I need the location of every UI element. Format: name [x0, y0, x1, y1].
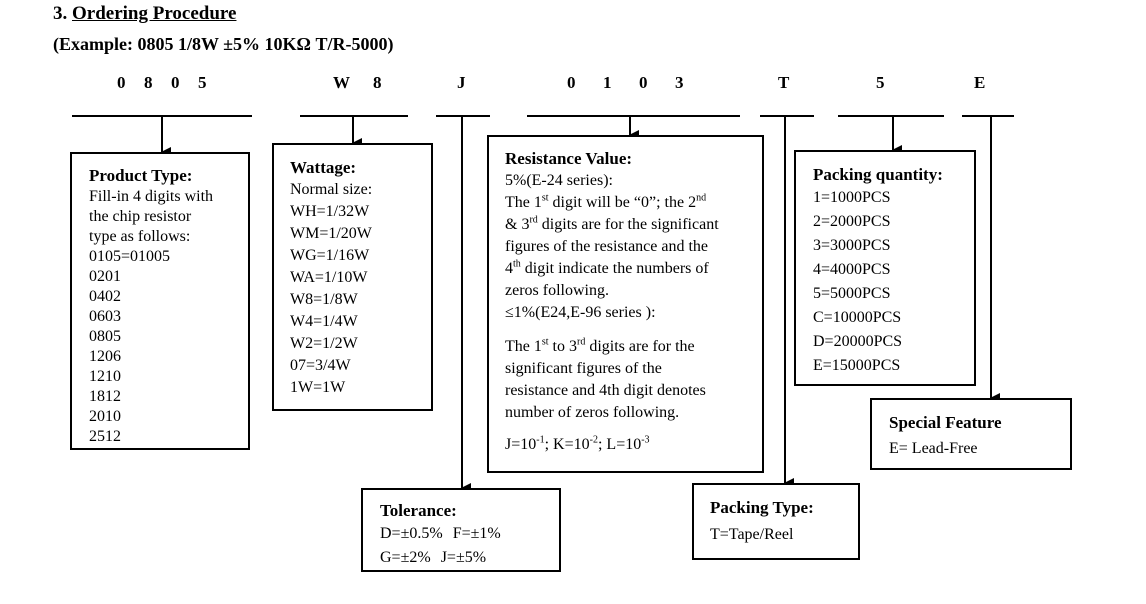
wattage-line: 1W=1W — [290, 379, 346, 396]
special-feature-line: E= Lead-Free — [889, 440, 978, 457]
wattage-line: WG=1/16W — [290, 247, 370, 264]
wattage-box: Wattage: Normal size: WH=1/32W WM=1/20W … — [272, 143, 433, 411]
special-feature-box: Special Feature E= Lead-Free — [870, 398, 1072, 470]
code-char: J — [457, 73, 466, 92]
code-char: E — [974, 73, 986, 92]
packing-quantity-line: 5=5000PCS — [813, 285, 891, 302]
code-char: 0 — [117, 73, 126, 92]
packing-quantity-line: 1=1000PCS — [813, 189, 891, 206]
packing-quantity-line: 2=2000PCS — [813, 213, 891, 230]
wattage-line: Normal size: — [290, 181, 373, 198]
resistance-line: The 1st to 3rd digits are for the — [505, 336, 695, 355]
section-heading: 3. Ordering Procedure — [53, 3, 236, 25]
product-type-line: 1210 — [89, 368, 121, 385]
wattage-line: WH=1/32W — [290, 203, 370, 220]
wattage-line: WM=1/20W — [290, 225, 372, 242]
tolerance-box: Tolerance: D=±0.5%F=±1% G=±2%J=±5% — [361, 488, 561, 572]
example-line: (Example: 0805 1/8W ±5% 10KΩ T/R-5000) — [53, 34, 394, 54]
resistance-line: & 3rd digits are for the significant — [505, 214, 719, 233]
product-type-title: Product Type: — [89, 166, 193, 185]
wattage-line: 07=3/4W — [290, 357, 351, 374]
wattage-line: W8=1/8W — [290, 291, 358, 308]
wattage-line: W4=1/4W — [290, 313, 358, 330]
wattage-line: W2=1/2W — [290, 335, 358, 352]
product-type-line: 0805 — [89, 328, 121, 345]
resistance-line: significant figures of the — [505, 360, 662, 377]
product-type-line: 1206 — [89, 348, 121, 365]
product-type-line: 2010 — [89, 408, 121, 425]
resistance-line: J=10-1; K=10-2; L=10-3 — [505, 434, 650, 453]
resistance-title: Resistance Value: — [505, 149, 633, 168]
product-type-line: Fill-in 4 digits with — [89, 188, 214, 205]
code-char: T — [778, 73, 790, 92]
packing-type-box: Packing Type: T=Tape/Reel — [692, 483, 860, 560]
product-type-line: 1812 — [89, 388, 121, 405]
tolerance-title: Tolerance: — [380, 501, 457, 520]
product-type-box: Product Type: Fill-in 4 digits with the … — [70, 152, 250, 450]
product-type-line: 0402 — [89, 288, 121, 305]
code-char: 0 — [567, 73, 576, 92]
resistance-line: resistance and 4th digit denotes — [505, 382, 706, 399]
resistance-value-box: Resistance Value: 5%(E-24 series): The 1… — [487, 135, 764, 473]
code-char: 0 — [639, 73, 648, 92]
resistance-line: 4th digit indicate the numbers of — [505, 258, 709, 277]
code-char: 5 — [198, 73, 207, 92]
section-number: 3. — [53, 3, 68, 24]
resistance-line: zeros following. — [505, 282, 609, 299]
wattage-line: WA=1/10W — [290, 269, 368, 286]
packing-type-line: T=Tape/Reel — [710, 526, 794, 543]
product-type-line: type as follows: — [89, 228, 191, 245]
packing-quantity-line: E=15000PCS — [813, 357, 901, 374]
product-type-line: 0201 — [89, 268, 121, 285]
code-char: W — [333, 73, 350, 92]
resistance-line: 5%(E-24 series): — [505, 172, 613, 189]
packing-quantity-title: Packing quantity: — [813, 165, 943, 184]
packing-quantity-line: 4=4000PCS — [813, 261, 891, 278]
packing-quantity-line: D=20000PCS — [813, 333, 903, 350]
code-char: 8 — [144, 73, 153, 92]
code-char: 8 — [373, 73, 382, 92]
packing-quantity-box: Packing quantity: 1=1000PCS 2=2000PCS 3=… — [794, 150, 976, 386]
section-title: Ordering Procedure — [72, 3, 237, 24]
product-type-line: the chip resistor — [89, 208, 192, 225]
resistance-line: figures of the resistance and the — [505, 238, 709, 255]
wattage-title: Wattage: — [290, 158, 357, 177]
code-char: 0 — [171, 73, 180, 92]
resistance-line: The 1st digit will be “0”; the 2nd — [505, 192, 707, 211]
packing-quantity-line: C=10000PCS — [813, 309, 902, 326]
packing-type-title: Packing Type: — [710, 498, 814, 517]
tolerance-line: G=±2%J=±5% — [380, 549, 487, 566]
product-type-line: 0105=01005 — [89, 248, 171, 265]
product-type-line: 2512 — [89, 428, 121, 445]
packing-quantity-line: 3=3000PCS — [813, 237, 891, 254]
resistance-line: ≤1%(E24,E-96 series ): — [505, 304, 656, 321]
code-char: 5 — [876, 73, 885, 92]
code-char: 3 — [675, 73, 684, 92]
resistance-line: number of zeros following. — [505, 404, 680, 421]
code-char: 1 — [603, 73, 612, 92]
tolerance-line: D=±0.5%F=±1% — [380, 525, 501, 542]
special-feature-title: Special Feature — [889, 413, 1002, 432]
product-type-line: 0603 — [89, 308, 121, 325]
